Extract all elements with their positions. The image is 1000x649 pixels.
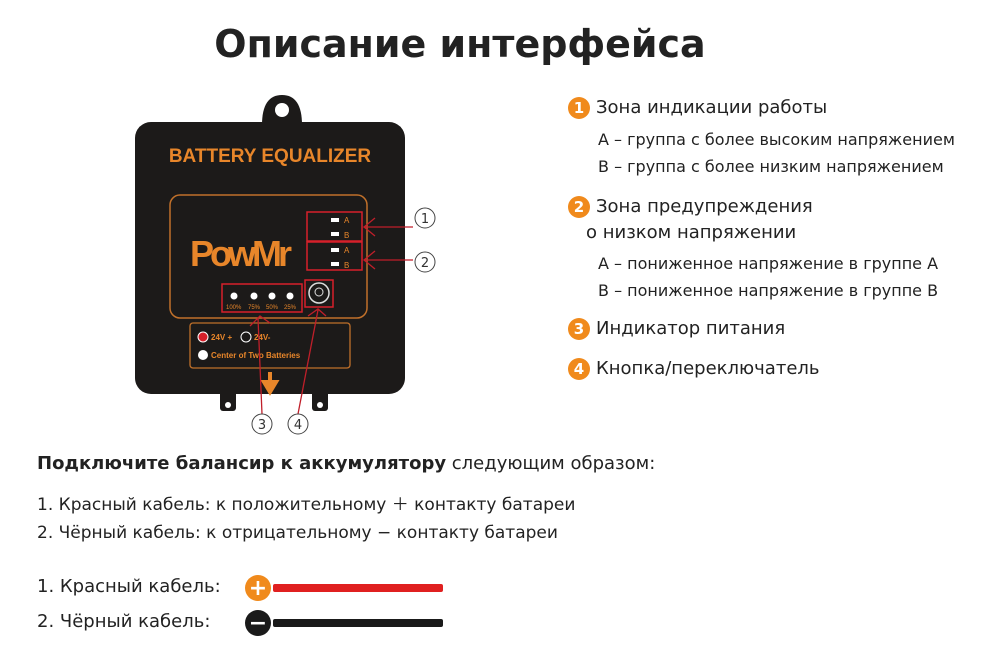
callout-3: 3	[258, 418, 266, 433]
legend-line: A – пониженное напряжение в группе A	[598, 254, 939, 273]
legend-line: B – пониженное напряжение в группе B	[598, 281, 939, 300]
svg-text:100%: 100%	[226, 305, 242, 311]
zone-2-box	[306, 241, 363, 271]
svg-text:75%: 75%	[248, 305, 261, 311]
power-indicator-box	[221, 283, 303, 313]
svg-text:50%: 50%	[266, 305, 279, 311]
display-panel	[169, 194, 368, 319]
brand-logo: PowMr	[190, 233, 292, 274]
battery-equalizer-device: BATTERY EQUALIZER PowMr A B A B 100%75% …	[135, 95, 436, 435]
zone-1-box	[306, 211, 363, 242]
legend-title-cont: о низком напряжении	[586, 222, 797, 243]
page-title: Описание интерфейса	[214, 22, 706, 66]
connect-heading: Подключите балансир к аккумулятору следу…	[37, 453, 656, 474]
svg-text:25%: 25%	[284, 305, 297, 311]
device-name: BATTERY EQUALIZER	[169, 146, 372, 167]
led-label: A	[344, 216, 350, 225]
device-body	[135, 122, 405, 394]
connect-step-2: 2. Чёрный кабель: к отрицательному − кон…	[37, 523, 558, 543]
minus-icon: −	[245, 610, 271, 636]
legend-line: A – группа с более высоким напряжением	[598, 130, 955, 149]
red-cable-label: 1. Красный кабель:	[37, 576, 221, 597]
led-label: A	[344, 246, 350, 255]
switch-button-icon	[308, 282, 330, 304]
red-cable	[273, 584, 443, 592]
led-label: B	[344, 231, 349, 240]
legend-line: B – группа с более низким напряжением	[598, 157, 944, 176]
callout-2: 2	[421, 256, 429, 271]
callout-4: 4	[294, 418, 302, 433]
led-label: B	[344, 261, 349, 270]
terminal-center-label: Center of Two Batteries	[211, 351, 301, 360]
plus-icon: +	[245, 575, 271, 601]
callout-1: 1	[421, 212, 429, 227]
terminal-positive-label: 24V +	[211, 333, 232, 342]
terminal-negative-label: 24V-	[254, 333, 271, 342]
black-cable	[273, 619, 443, 627]
black-cable-label: 2. Чёрный кабель:	[37, 611, 211, 632]
connect-step-1: 1. Красный кабель: к положительному ＋ ко…	[37, 495, 576, 515]
button-box	[304, 279, 334, 308]
arrow-down-icon	[260, 372, 280, 396]
